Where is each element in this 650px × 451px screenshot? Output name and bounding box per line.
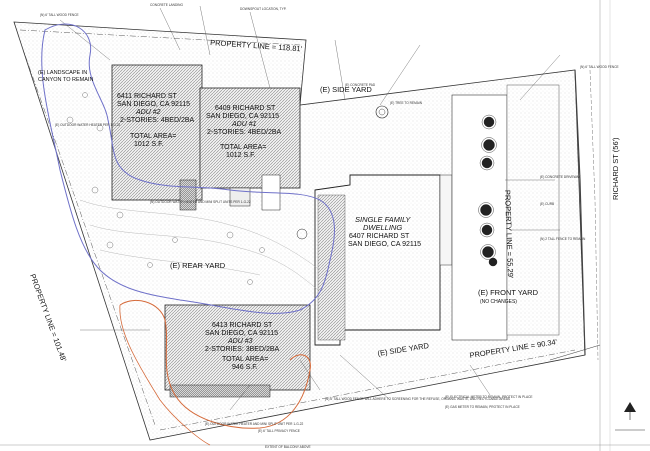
main-title2: DWELLING xyxy=(363,223,402,232)
annotations: (N) 6' TALL WOOD FENCE CONCRETE LANDING … xyxy=(40,3,619,449)
adu1-stories: 2-STORIES: 4BED/2BA xyxy=(207,129,282,136)
front-yard: (E) FRONT YARD xyxy=(478,288,539,297)
tree-row xyxy=(480,116,498,267)
landscape-note-2: CANYON TO REMAIN xyxy=(38,77,93,83)
adu3-address1: 6413 RICHARD ST xyxy=(212,322,273,329)
adu1-area2: 1012 S.F. xyxy=(226,152,256,159)
note-fence-remain: (N) 2 TALL FENCE TO REMAIN xyxy=(540,237,586,241)
adu3-address2: SAN DIEGO, CA 92115 xyxy=(205,330,278,337)
side-yard-east: (E) SIDE YARD xyxy=(320,85,372,94)
main-address1: 6407 RICHARD ST xyxy=(349,233,410,240)
tree-icon xyxy=(375,105,389,119)
adu2-unit: ADU #2 xyxy=(135,109,161,116)
adu2-address2: SAN DIEGO, CA 92115 xyxy=(117,101,190,108)
orange-markup-cloud xyxy=(119,300,311,429)
note-pad: (E) CONCRETE PAD xyxy=(345,83,376,87)
adu2-labels: 6411 RICHARD ST SAN DIEGO, CA 92115 ADU … xyxy=(117,93,195,148)
adu1-address2: SAN DIEGO, CA 92115 xyxy=(206,113,279,120)
adu3-labels: 6413 RICHARD ST SAN DIEGO, CA 92115 ADU … xyxy=(205,322,280,371)
main-dwelling-footprint xyxy=(314,174,441,346)
front-yard-note: (NO CHANGES) xyxy=(480,299,517,305)
adu3-stories: 2-STORIES: 3BED/2BA xyxy=(205,346,280,353)
north-arrow-icon xyxy=(624,402,636,420)
adu1-footprint xyxy=(199,87,301,189)
note-gas: (E) GAS METER TO REMAIN, PROTECT IN PLAC… xyxy=(445,405,520,409)
adu2-area1: TOTAL AREA= xyxy=(130,133,176,140)
adu1-area1: TOTAL AREA= xyxy=(220,144,266,151)
blue-markup-cloud xyxy=(41,23,335,314)
adu3-area2: 946 S.F. xyxy=(232,364,258,371)
note-curb: (E) CURB xyxy=(540,202,554,206)
property-line-east: PROPERTY LINE = 55.29' xyxy=(503,190,515,279)
main-address2: SAN DIEGO, CA 92115 xyxy=(348,241,421,248)
note-water-heater-e2: (E) OUTDOOR WATER HEATER AND MINI SPLIT … xyxy=(205,422,304,426)
note-privacy-fence: (E) 6' TALL PRIVACY FENCE xyxy=(258,429,300,433)
main-dwelling-labels: SINGLE FAMILY DWELLING 6407 RICHARD ST S… xyxy=(348,215,421,248)
rear-yard: (E) REAR YARD xyxy=(170,261,226,270)
adu2-area2: 1012 S.F. xyxy=(134,141,164,148)
note-landing: CONCRETE LANDING xyxy=(150,3,183,7)
street-name: RICHARD ST (56') xyxy=(611,137,620,200)
note-downspout: DOWNSPOUT LOCATION, TYP. xyxy=(240,7,286,11)
adu3-footprint xyxy=(164,304,311,391)
adu2-footprint xyxy=(111,64,203,201)
landscape-note-1: (E) LANDSCAPE IN xyxy=(38,70,87,76)
main-title1: SINGLE FAMILY xyxy=(355,215,411,224)
note-refuse: (N) 6' TALL WOOD FENCE WILL ADHERE TO SC… xyxy=(325,397,510,401)
note-driveway: (E) CONCRETE DRIVEWAY xyxy=(540,175,581,179)
note-water-heater-n: (N) OUTDOOR WATER HEATER AND MINI SPLIT … xyxy=(150,200,251,204)
adu3-area1: TOTAL AREA= xyxy=(222,356,268,363)
adu3-unit: ADU #3 xyxy=(227,338,253,345)
note-fence-2: (N) 6' TALL WOOD FENCE xyxy=(580,65,619,69)
note-balcony: EXTENT OF BALCONY ABOVE xyxy=(265,445,311,449)
adu2-address1: 6411 RICHARD ST xyxy=(117,93,178,100)
adu1-unit: ADU #1 xyxy=(231,121,257,128)
note-electric: (E) ELECTRICAL METER TO REMAIN, PROTECT … xyxy=(445,395,533,399)
adu1-labels: 6409 RICHARD ST SAN DIEGO, CA 92115 ADU … xyxy=(206,105,282,159)
note-water-heater-e: (E) OUTDOOR WATER HEATER PER 1-G-22 xyxy=(55,123,121,127)
adu1-address1: 6409 RICHARD ST xyxy=(215,105,276,112)
adu2-stories: 2-STORIES: 4BED/2BA xyxy=(120,117,195,124)
note-tree: (E) TREE TO REMAIN xyxy=(390,101,423,105)
note-fence-1: (N) 6' TALL WOOD FENCE xyxy=(40,13,79,17)
